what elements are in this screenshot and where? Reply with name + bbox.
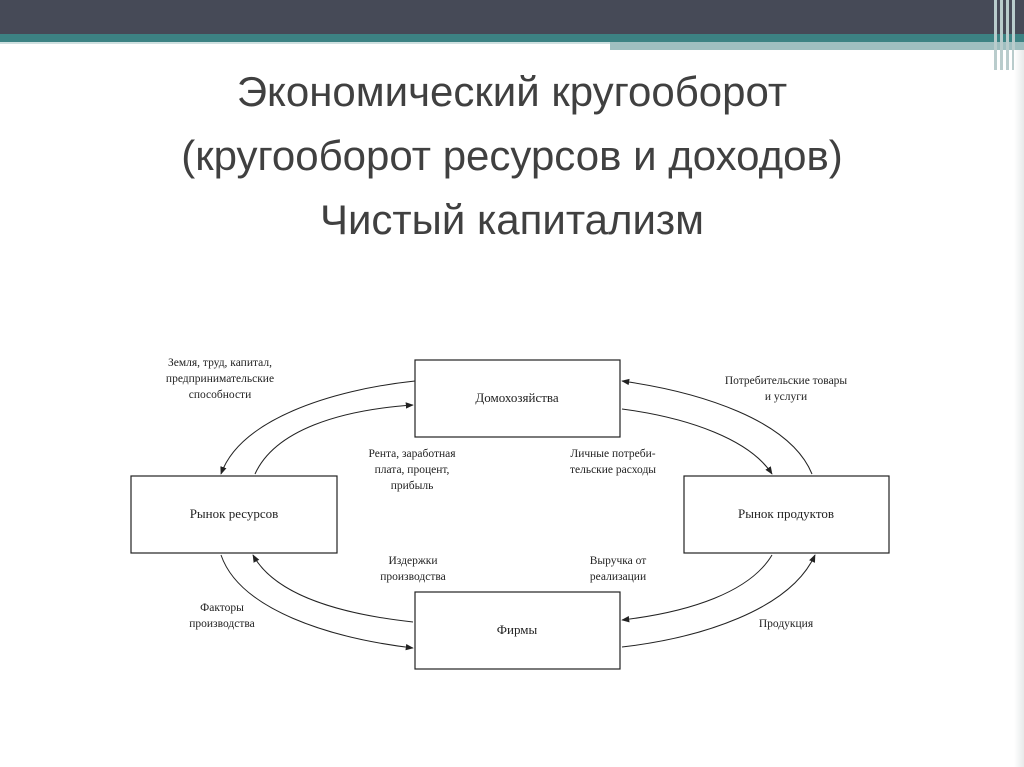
header-light-stripe — [610, 42, 1024, 50]
label-spending-line-1: Личные потреби- — [570, 448, 655, 460]
label-consumer-goods-line-1: Потребительские товары — [725, 375, 848, 387]
arrow-resource-market-to-households — [254, 402, 414, 475]
arrow-product-market-to-firms — [621, 554, 773, 623]
page-edge-shadow — [1014, 50, 1024, 767]
firms-label: Фирмы — [497, 622, 538, 637]
label-factors-line-2: производства — [189, 618, 255, 630]
label-rent-line-2: плата, процент, — [375, 464, 450, 476]
resource-market-label: Рынок ресурсов — [190, 506, 279, 521]
arrow-firms-to-product-market — [621, 554, 816, 648]
label-costs-line-1: Издержки — [388, 555, 437, 567]
product-market-label: Рынок продуктов — [738, 506, 834, 521]
label-rent-line-3: прибыль — [391, 480, 434, 492]
label-revenue-line-1: Выручка от — [590, 555, 647, 567]
label-consumer-goods-line-2: и услуги — [765, 391, 807, 403]
arrow-households-to-product-market — [621, 408, 773, 475]
slide-title: Экономический кругооборот (кругооборот р… — [60, 60, 964, 252]
label-revenue-line-2: реализации — [590, 571, 646, 583]
label-rent-line-1: Рента, заработная — [368, 448, 456, 460]
firms-box — [414, 591, 621, 670]
households-label: Домохозяйства — [475, 390, 559, 405]
label-costs-line-2: производства — [380, 571, 446, 583]
title-line-2: (кругооборот ресурсов и доходов) — [181, 132, 843, 179]
label-factors-line-1: Факторы — [200, 602, 244, 614]
arrow-firms-to-resource-market — [252, 554, 414, 623]
title-line-1: Экономический кругооборот — [236, 68, 788, 115]
header-thin-stripe — [0, 42, 610, 44]
arrow-product-market-to-households — [621, 378, 813, 475]
title-line-3: Чистый капитализм — [319, 196, 705, 243]
label-products: Продукция — [759, 618, 814, 630]
label-resources-line-3: способности — [189, 389, 251, 401]
households-box — [414, 359, 621, 438]
arrow-households-to-resource-market — [220, 380, 416, 475]
label-resources-line-2: предпринимательские — [166, 373, 274, 385]
header-accent-stripe — [0, 34, 1024, 42]
product-market-box — [683, 475, 890, 554]
resource-market-box — [130, 475, 338, 554]
label-spending-line-2: тельские расходы — [570, 464, 656, 476]
header-bar — [0, 0, 1024, 34]
arrow-resource-market-to-firms — [220, 554, 414, 651]
label-resources-line-1: Земля, труд, капитал, — [168, 357, 272, 369]
header-right-decoration — [994, 0, 1024, 70]
